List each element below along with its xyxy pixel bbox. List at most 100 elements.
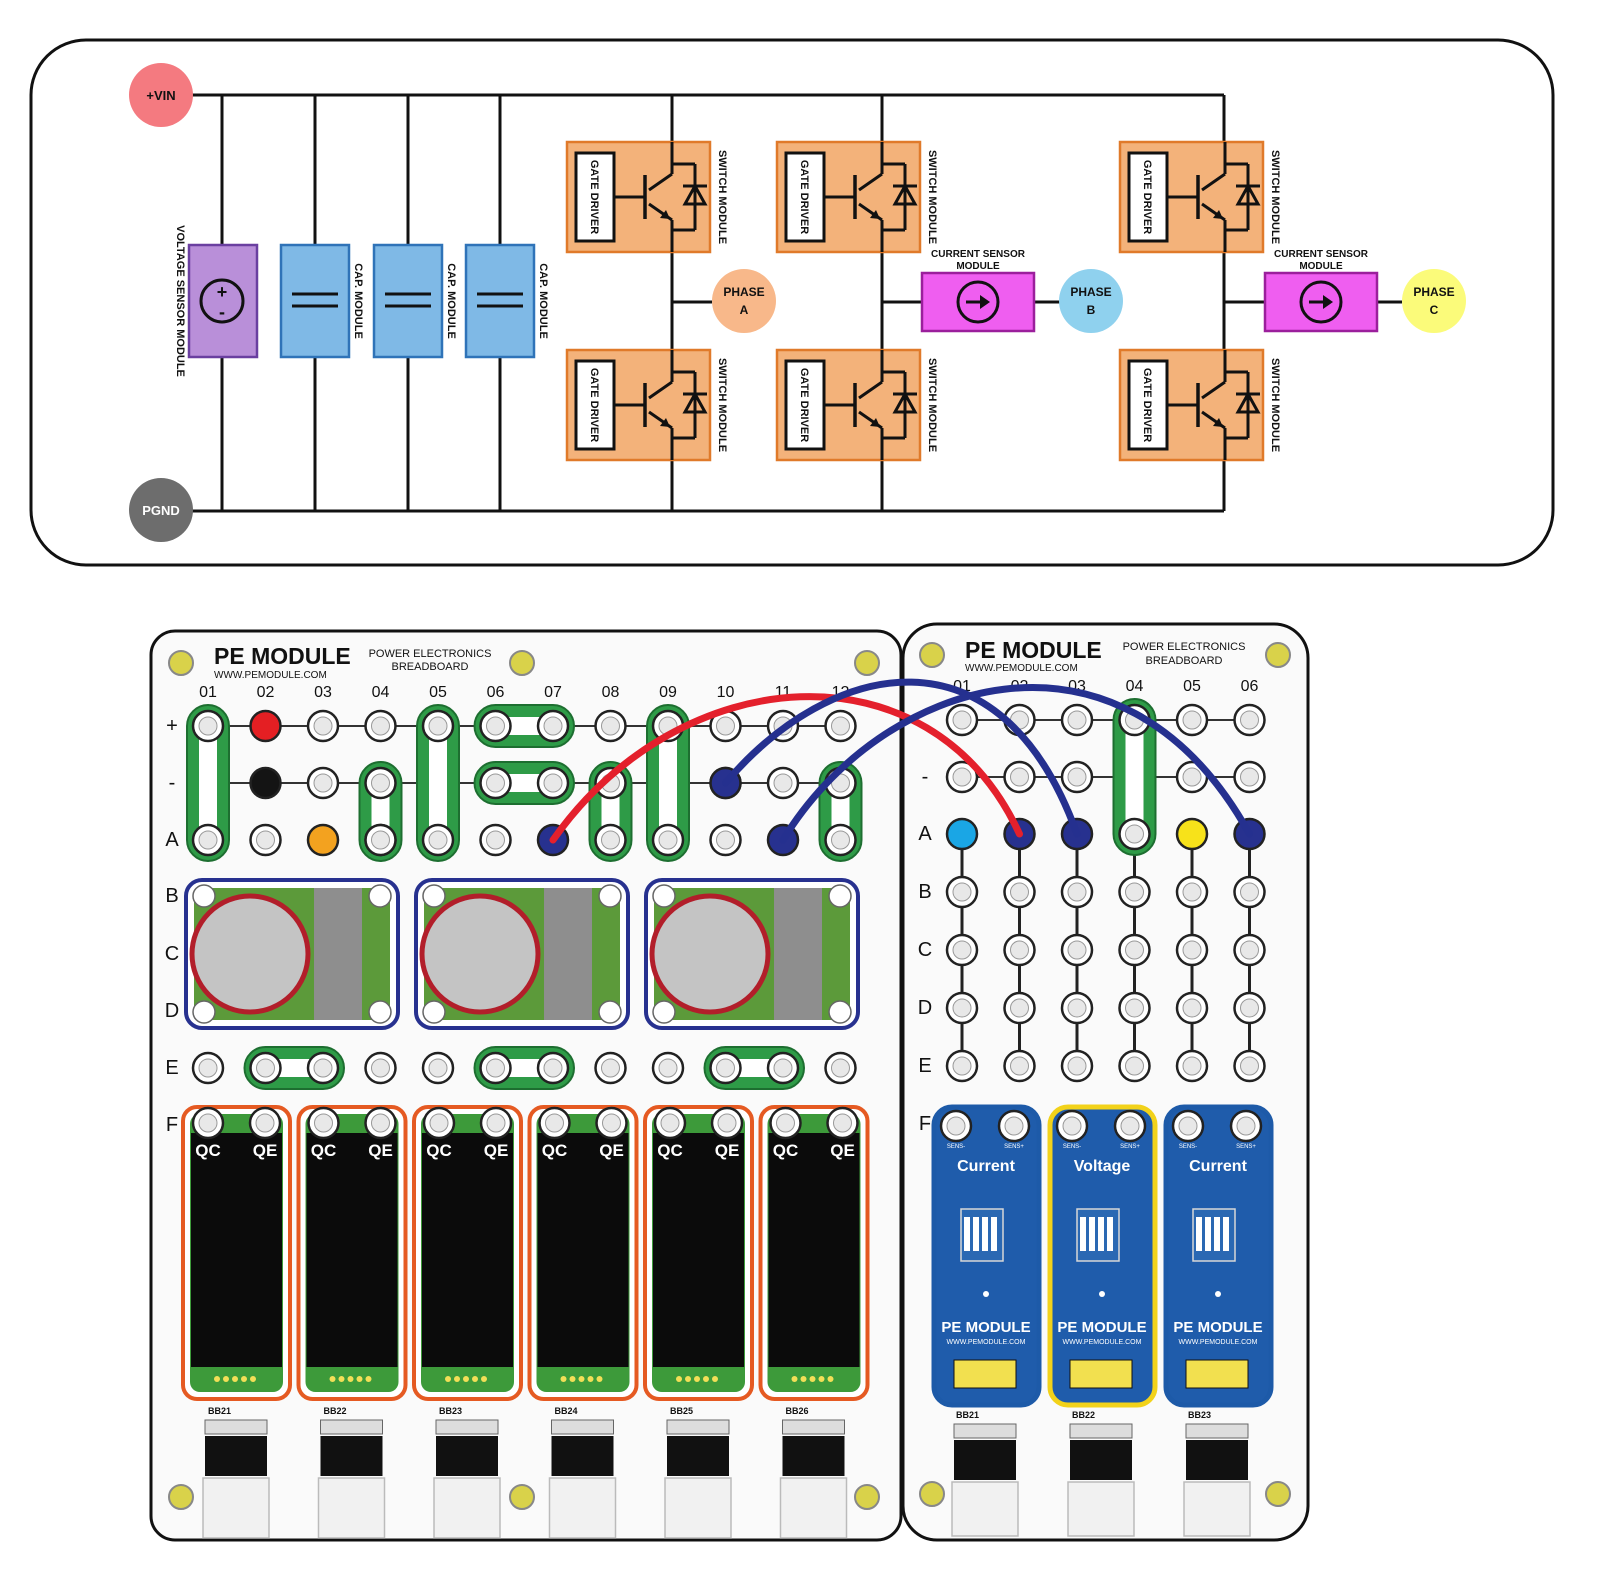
breadboard-pin[interactable]: [945, 991, 979, 1025]
breadboard-pin[interactable]: [536, 1051, 570, 1085]
breadboard-pin[interactable]: [364, 766, 397, 800]
breadboard-pin[interactable]: [1229, 1109, 1263, 1143]
breadboard-pin[interactable]: [945, 875, 979, 909]
breadboard-pin[interactable]: [1175, 703, 1209, 737]
pin-hole[interactable]: [249, 766, 282, 800]
breadboard-pin[interactable]: [826, 1106, 859, 1140]
breadboard-pin[interactable]: [1118, 875, 1151, 909]
breadboard-pin[interactable]: [1118, 933, 1151, 967]
breadboard-pin[interactable]: [364, 823, 397, 857]
pin-hole[interactable]: [306, 823, 340, 857]
breadboard-pin[interactable]: [306, 1051, 340, 1085]
breadboard-pin[interactable]: [595, 1106, 628, 1140]
breadboard-pin[interactable]: [306, 823, 340, 857]
breadboard-pin[interactable]: [1175, 1049, 1209, 1083]
breadboard-pin[interactable]: [945, 1049, 979, 1083]
pin-hole[interactable]: [249, 709, 282, 743]
pin-hole[interactable]: [945, 817, 979, 851]
breadboard-pin[interactable]: [1175, 875, 1209, 909]
breadboard-pin[interactable]: [1055, 1109, 1089, 1143]
breadboard-pin[interactable]: [1233, 703, 1266, 737]
breadboard-pin[interactable]: [538, 1106, 571, 1140]
breadboard-pin[interactable]: [1233, 991, 1266, 1025]
breadboard-pin[interactable]: [824, 709, 857, 743]
breadboard-pin[interactable]: [364, 1051, 397, 1085]
breadboard-pin[interactable]: [1060, 703, 1094, 737]
breadboard-pin[interactable]: [997, 1109, 1031, 1143]
breadboard-pin[interactable]: [1003, 875, 1036, 909]
breadboard-pin[interactable]: [421, 823, 455, 857]
jumper-wire[interactable]: [779, 684, 1253, 844]
breadboard-pin[interactable]: [1060, 760, 1094, 794]
breadboard-pin[interactable]: [651, 823, 685, 857]
breadboard-pin[interactable]: [1233, 760, 1266, 794]
breadboard-pin[interactable]: [1233, 1049, 1266, 1083]
breadboard-pin[interactable]: [709, 709, 742, 743]
breadboard-pin[interactable]: [306, 709, 340, 743]
breadboard-pin[interactable]: [1175, 991, 1209, 1025]
breadboard-pin[interactable]: [1003, 933, 1036, 967]
breadboard-pin[interactable]: [536, 766, 570, 800]
breadboard-pin[interactable]: [364, 709, 397, 743]
pin-screw: [486, 1058, 505, 1078]
breadboard-pin[interactable]: [421, 1051, 455, 1085]
breadboard-pin[interactable]: [709, 1051, 742, 1085]
breadboard-pin[interactable]: [709, 823, 742, 857]
breadboard-pin[interactable]: [479, 709, 512, 743]
breadboard-pin[interactable]: [422, 1106, 456, 1140]
breadboard-pin[interactable]: [766, 766, 800, 800]
breadboard-pin[interactable]: [766, 1051, 800, 1085]
breadboard-pin[interactable]: [421, 709, 455, 743]
breadboard-pin[interactable]: [824, 823, 857, 857]
breadboard-pin[interactable]: [1118, 1049, 1151, 1083]
breadboard-pin[interactable]: [191, 1051, 225, 1085]
breadboard-pin[interactable]: [479, 766, 512, 800]
breadboard-pin[interactable]: [945, 817, 979, 851]
breadboard-pin[interactable]: [249, 823, 282, 857]
jumper-wire[interactable]: [722, 678, 1081, 838]
breadboard-pin[interactable]: [191, 1106, 225, 1140]
breadboard-pin[interactable]: [249, 1051, 282, 1085]
breadboard-pin[interactable]: [1060, 1049, 1094, 1083]
breadboard-pin[interactable]: [1003, 991, 1036, 1025]
breadboard-pin[interactable]: [1118, 817, 1151, 851]
breadboard-pin[interactable]: [945, 933, 979, 967]
breadboard-pin[interactable]: [249, 709, 282, 743]
breadboard-pin[interactable]: [653, 1106, 687, 1140]
breadboard-pin[interactable]: [710, 1106, 744, 1140]
breadboard-pin[interactable]: [479, 1051, 512, 1085]
breadboard-pin[interactable]: [594, 823, 627, 857]
breadboard-pin[interactable]: [1233, 875, 1266, 909]
breadboard-pin[interactable]: [248, 1106, 282, 1140]
breadboard-pin[interactable]: [1175, 817, 1209, 851]
breadboard-pin[interactable]: [939, 1109, 973, 1143]
breadboard-pin[interactable]: [364, 1106, 397, 1140]
breadboard-pin[interactable]: [1118, 991, 1151, 1025]
breadboard-pin[interactable]: [1060, 875, 1094, 909]
pin-hole[interactable]: [1175, 817, 1209, 851]
breadboard-pin[interactable]: [249, 766, 282, 800]
breadboard-pin[interactable]: [945, 760, 979, 794]
breadboard-pin[interactable]: [1060, 933, 1094, 967]
breadboard-pin[interactable]: [479, 1106, 513, 1140]
breadboard-pin[interactable]: [945, 703, 979, 737]
breadboard-pin[interactable]: [1233, 933, 1266, 967]
breadboard-pin[interactable]: [824, 1051, 857, 1085]
breadboard-pin[interactable]: [1113, 1109, 1147, 1143]
breadboard-pin[interactable]: [594, 1051, 627, 1085]
breadboard-pin[interactable]: [191, 709, 225, 743]
breadboard-pin[interactable]: [307, 1106, 340, 1140]
breadboard-pin[interactable]: [594, 709, 627, 743]
jumper-wire[interactable]: [549, 693, 1023, 844]
breadboard-pin[interactable]: [1060, 991, 1094, 1025]
breadboard-pin[interactable]: [769, 1106, 802, 1140]
breadboard-pin[interactable]: [1175, 933, 1209, 967]
breadboard-pin[interactable]: [1003, 760, 1036, 794]
breadboard-pin[interactable]: [536, 709, 570, 743]
breadboard-pin[interactable]: [1171, 1109, 1205, 1143]
breadboard-pin[interactable]: [651, 1051, 685, 1085]
breadboard-pin[interactable]: [306, 766, 340, 800]
breadboard-pin[interactable]: [1003, 1049, 1036, 1083]
breadboard-pin[interactable]: [479, 823, 512, 857]
breadboard-pin[interactable]: [191, 823, 225, 857]
